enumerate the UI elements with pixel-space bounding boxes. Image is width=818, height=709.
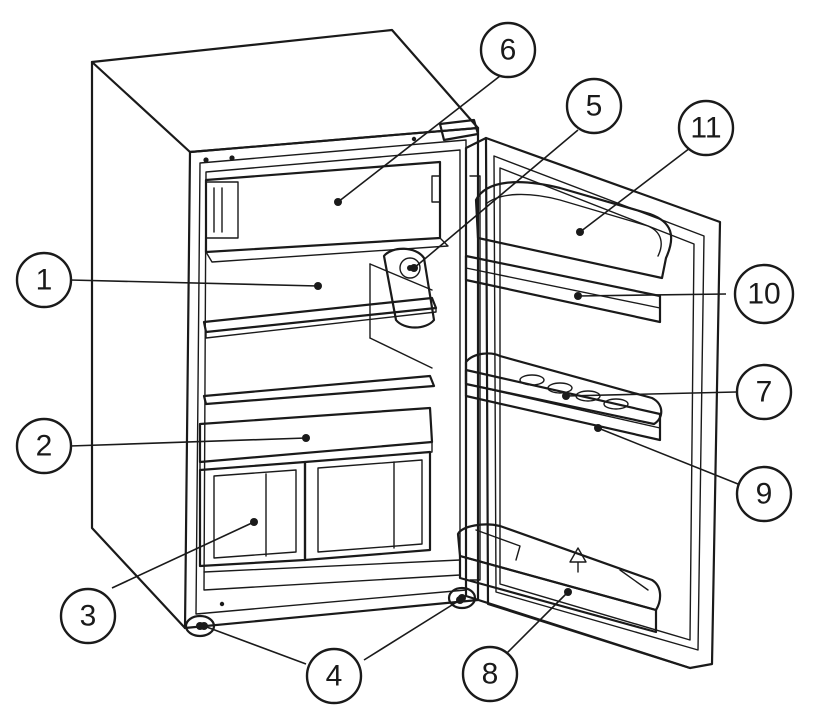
callout-6-label: 6 [500, 34, 517, 67]
callout-3-label: 3 [80, 600, 97, 633]
cabinet-left-side [90, 60, 192, 630]
door-shelf-middle [464, 368, 662, 442]
screw [229, 155, 235, 161]
callout-1-label: 1 [36, 264, 53, 297]
screw [219, 601, 225, 607]
bottle-rack [456, 523, 662, 634]
callout-9-label: 9 [756, 478, 773, 511]
callout-1: 1 [15, 251, 73, 309]
dairy-compartment [474, 181, 673, 280]
callout-4: 4 [305, 647, 363, 705]
callout-2-label: 2 [36, 430, 53, 463]
door-outer [464, 136, 722, 670]
top-hinge [438, 118, 480, 142]
leader-lines [69, 75, 739, 665]
callout-10: 10 [733, 263, 795, 325]
callout-9: 9 [735, 465, 793, 523]
callout-2: 2 [15, 417, 73, 475]
open-door [464, 136, 722, 670]
callout-5-label: 5 [586, 90, 603, 123]
callout-8: 8 [461, 645, 519, 703]
glass-shelves [202, 263, 438, 406]
callout-5: 5 [565, 77, 623, 135]
crisper-cover [198, 406, 434, 471]
callout-7-label: 7 [756, 376, 773, 409]
crisper-drawers [198, 450, 432, 568]
up-arrow-icon [569, 547, 587, 573]
callout-3: 3 [59, 587, 117, 645]
cabinet-floor [203, 559, 461, 573]
leveling-feet [184, 586, 477, 638]
callout-11: 11 [677, 99, 735, 157]
callout-4-label: 4 [326, 660, 343, 693]
callout-6: 6 [479, 21, 537, 79]
door-edge [484, 136, 692, 670]
cabinet-front-frame [183, 126, 480, 630]
callout-7: 7 [735, 363, 793, 421]
callout-8-label: 8 [482, 658, 499, 691]
door-rack-bar [464, 254, 662, 324]
freezer-compartment [204, 160, 449, 263]
door-gasket [493, 155, 705, 651]
screw [411, 136, 417, 142]
screw [203, 157, 209, 163]
callout-10-label: 10 [747, 278, 780, 311]
callout-11-label: 11 [690, 112, 721, 145]
